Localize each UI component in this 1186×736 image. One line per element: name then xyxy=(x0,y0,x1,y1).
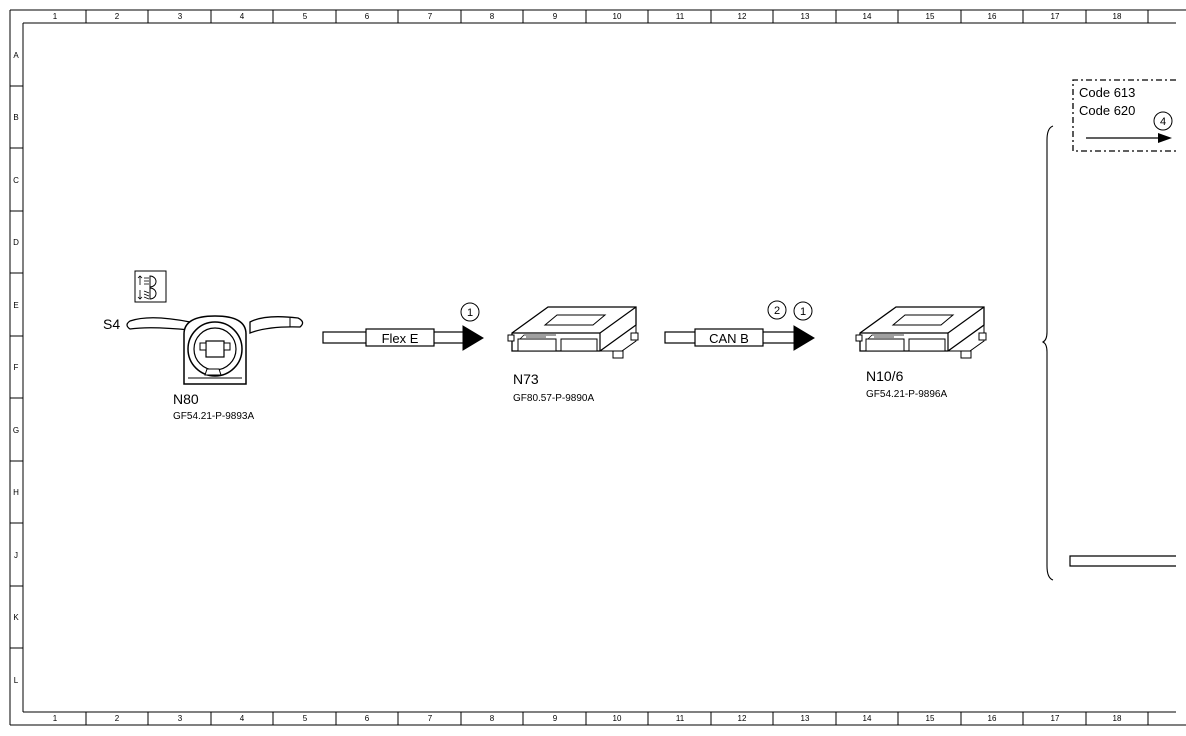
can-b-marker-1: 1 xyxy=(793,301,813,321)
col-label: 15 xyxy=(926,714,935,723)
col-label: 4 xyxy=(240,714,245,723)
col-label: 4 xyxy=(240,12,245,21)
col-label: 13 xyxy=(801,12,810,21)
col-label: 16 xyxy=(988,12,997,21)
col-label: 8 xyxy=(490,714,495,723)
col-label: 5 xyxy=(303,714,308,723)
row-label: F xyxy=(14,363,19,372)
col-label: 14 xyxy=(863,714,872,723)
col-label: 7 xyxy=(428,714,433,723)
row-label: K xyxy=(13,613,19,622)
n80-designation: N80 xyxy=(173,391,199,407)
frame xyxy=(9,9,1186,726)
code-box-marker-number: 4 xyxy=(1160,116,1166,128)
can-b-bus-label: CAN B xyxy=(709,331,749,346)
row-label: G xyxy=(13,426,19,435)
marker-number: 2 xyxy=(774,305,780,317)
n10-6-designation: N10/6 xyxy=(866,368,904,384)
row-ticks xyxy=(10,85,23,649)
column-ticks xyxy=(85,10,1149,725)
n10-6-reference: GF54.21-P-9896A xyxy=(866,389,947,400)
col-label: 3 xyxy=(178,714,183,723)
col-label: 10 xyxy=(613,12,622,21)
col-label: 3 xyxy=(178,12,183,21)
column-labels-bottom: 1 2 3 4 5 6 7 8 9 10 11 12 13 14 15 16 1… xyxy=(53,714,1122,723)
column-labels-top: 1 2 3 4 5 6 7 8 9 10 11 12 13 14 15 16 1… xyxy=(53,12,1122,21)
row-label: B xyxy=(13,113,18,122)
row-label: D xyxy=(13,238,19,247)
col-label: 17 xyxy=(1051,12,1060,21)
col-label: 18 xyxy=(1113,714,1122,723)
col-label: 12 xyxy=(738,12,747,21)
can-b-marker-2: 2 xyxy=(767,300,787,320)
col-label: 8 xyxy=(490,12,495,21)
code-620-label: Code 620 xyxy=(1079,103,1135,118)
flex-e-bus-line xyxy=(322,325,484,351)
col-label: 1 xyxy=(53,12,58,21)
row-label: E xyxy=(13,301,18,310)
n80-steering-column-module xyxy=(126,270,304,385)
flex-e-marker: 1 xyxy=(460,302,480,322)
marker-number: 1 xyxy=(467,307,473,319)
n73-designation: N73 xyxy=(513,371,539,387)
n73-control-unit xyxy=(507,306,639,359)
row-label: C xyxy=(13,176,19,185)
n73-reference: GF80.57-P-9890A xyxy=(513,393,594,404)
col-label: 5 xyxy=(303,12,308,21)
col-label: 15 xyxy=(926,12,935,21)
curly-brace xyxy=(1041,125,1054,581)
col-label: 18 xyxy=(1113,12,1122,21)
col-label: 17 xyxy=(1051,714,1060,723)
n80-reference: GF54.21-P-9893A xyxy=(173,411,254,422)
row-labels: A B C D E F G H J K L xyxy=(13,51,19,685)
row-label: A xyxy=(13,51,19,60)
code-613-label: Code 613 xyxy=(1079,85,1135,100)
col-label: 9 xyxy=(553,714,558,723)
col-label: 6 xyxy=(365,12,370,21)
col-label: 1 xyxy=(53,714,58,723)
col-label: 2 xyxy=(115,714,120,723)
can-b-bus-line xyxy=(664,325,815,351)
flex-e-bus-label: Flex E xyxy=(382,331,419,346)
col-label: 10 xyxy=(613,714,622,723)
partial-bus-line xyxy=(1069,555,1176,567)
col-label: 12 xyxy=(738,714,747,723)
col-label: 6 xyxy=(365,714,370,723)
row-label: L xyxy=(14,676,19,685)
code-box xyxy=(1072,79,1176,152)
col-label: 2 xyxy=(115,12,120,21)
marker-number: 1 xyxy=(800,306,806,318)
col-label: 16 xyxy=(988,714,997,723)
col-label: 11 xyxy=(676,12,685,21)
n10-6-control-unit xyxy=(855,306,987,359)
row-label: J xyxy=(14,551,18,560)
row-label: H xyxy=(13,488,19,497)
col-label: 7 xyxy=(428,12,433,21)
col-label: 14 xyxy=(863,12,872,21)
col-label: 11 xyxy=(676,714,685,723)
light-switch-symbol-icon xyxy=(134,270,167,303)
col-label: 9 xyxy=(553,12,558,21)
col-label: 13 xyxy=(801,714,810,723)
s4-designation: S4 xyxy=(103,316,120,332)
